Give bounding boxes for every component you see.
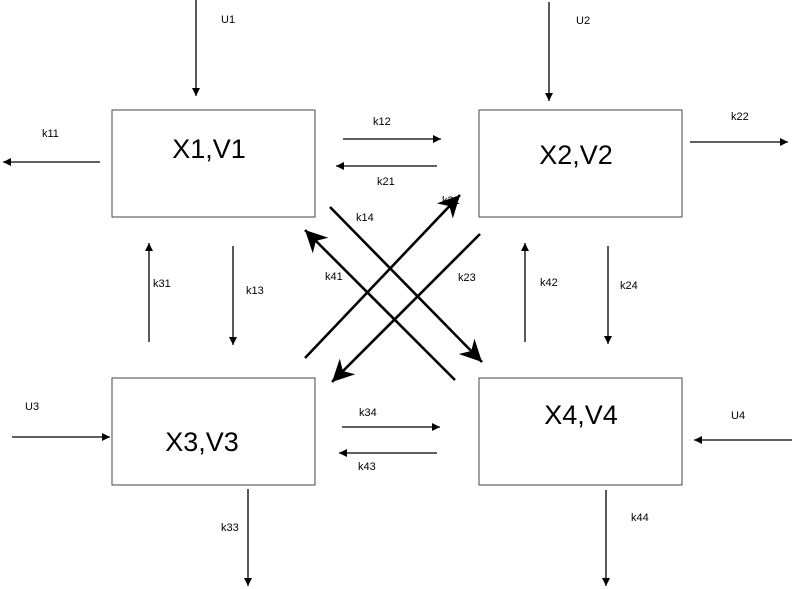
compartment-x4-label: X4,V4 bbox=[544, 400, 618, 430]
compartment-x1-label: X1,V1 bbox=[172, 134, 246, 164]
k41-label: k41 bbox=[325, 271, 343, 283]
k24-label: k24 bbox=[620, 280, 638, 292]
k42-label: k42 bbox=[540, 277, 558, 289]
k14-arrow bbox=[329, 206, 483, 363]
compartment-x3: X3,V3 bbox=[111, 377, 316, 486]
k32-label: k32 bbox=[442, 195, 460, 207]
input-u3-label: U3 bbox=[25, 401, 39, 413]
input-u4-label: U4 bbox=[731, 410, 745, 422]
compartment-x4: X4,V4 bbox=[478, 377, 683, 486]
k34-label: k34 bbox=[359, 407, 377, 419]
k41-arrow bbox=[304, 229, 456, 381]
k12-label: k12 bbox=[373, 116, 391, 128]
k23-label: k23 bbox=[458, 272, 476, 284]
k23-arrow bbox=[331, 233, 481, 383]
compartment-x3-label: X3,V3 bbox=[165, 427, 239, 457]
k21-label: k21 bbox=[377, 176, 395, 188]
k32-arrow bbox=[304, 194, 461, 359]
compartment-x2-label: X2,V2 bbox=[539, 140, 613, 170]
k44-label: k44 bbox=[631, 512, 649, 524]
k11-label: k11 bbox=[42, 128, 59, 140]
k43-label: k43 bbox=[358, 461, 376, 473]
k22-label: k22 bbox=[731, 111, 749, 123]
k33-label: k33 bbox=[221, 522, 239, 534]
compartment-x1: X1,V1 bbox=[111, 109, 316, 218]
input-u1-label: U1 bbox=[221, 14, 235, 26]
k14-label: k14 bbox=[356, 212, 374, 224]
input-u2-label: U2 bbox=[576, 15, 590, 27]
k31-label: k31 bbox=[153, 278, 171, 290]
compartment-x2: X2,V2 bbox=[478, 109, 683, 218]
k13-label: k13 bbox=[246, 285, 264, 297]
